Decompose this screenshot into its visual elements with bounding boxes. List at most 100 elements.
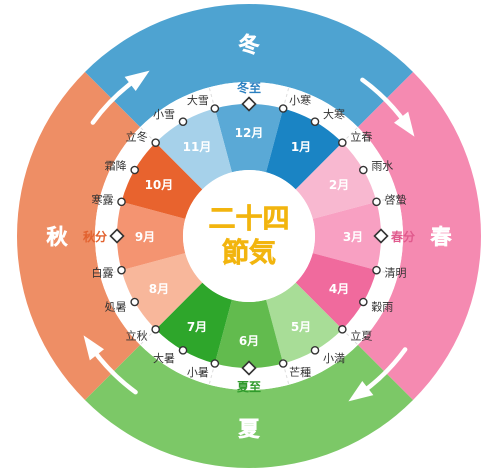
- month-segment: [266, 282, 343, 364]
- term-marker-dot-icon: [151, 138, 160, 147]
- term-marker-dot-icon: [359, 165, 368, 175]
- month-label: 1月: [291, 140, 311, 154]
- term-marker-dot-icon: [310, 346, 320, 355]
- month-label: 4月: [329, 282, 349, 296]
- term-marker-dot-icon: [130, 297, 139, 307]
- term-label: 立冬: [126, 129, 148, 143]
- term-marker-dot-icon: [310, 117, 320, 126]
- term-divider: [208, 363, 216, 385]
- month-label: 12月: [235, 126, 264, 140]
- arrow-head-icon: [348, 380, 374, 402]
- season-segment-winter: [84, 4, 414, 128]
- month-label: 5月: [291, 320, 311, 334]
- major-term-label: 冬至: [237, 80, 261, 95]
- season-label-summer: 夏: [239, 417, 261, 441]
- center-disc: [183, 170, 315, 302]
- term-marker-dot-icon: [130, 165, 139, 175]
- month-label: 10月: [145, 178, 174, 192]
- month-segment: [155, 108, 232, 190]
- month-segment: [117, 201, 186, 271]
- major-term-diamond-icon: [241, 360, 257, 376]
- term-label: 啓蟄: [385, 193, 407, 207]
- term-divider: [341, 328, 359, 346]
- major-term-label: 春分: [390, 229, 415, 244]
- month-label: 6月: [239, 334, 259, 348]
- term-marker-dot-icon: [372, 265, 381, 275]
- month-segment: [155, 282, 232, 364]
- term-label: 小雪: [153, 108, 175, 121]
- term-divider: [139, 126, 157, 144]
- term-marker-dot-icon: [359, 297, 368, 307]
- arrow-head-icon: [83, 335, 105, 361]
- month-segment: [295, 142, 377, 219]
- term-label: 小寒: [289, 93, 311, 107]
- term-label: 大暑: [153, 351, 175, 365]
- term-divider: [139, 328, 157, 346]
- term-label: 大雪: [187, 93, 209, 107]
- month-segment: [214, 103, 284, 173]
- term-divider: [282, 363, 290, 385]
- center-title-line1: 二十四: [209, 204, 290, 235]
- month-segment: [312, 201, 381, 271]
- major-term-label: 夏至: [237, 380, 261, 394]
- term-divider: [208, 87, 216, 109]
- term-label: 雨水: [371, 160, 393, 173]
- term-marker-dot-icon: [278, 359, 288, 368]
- term-label: 立春: [350, 129, 372, 143]
- term-marker-dot-icon: [372, 197, 381, 207]
- arrow-head-icon: [393, 111, 415, 137]
- month-label: 9月: [135, 230, 155, 244]
- term-divider: [376, 195, 398, 203]
- term-divider: [282, 87, 290, 109]
- term-marker-dot-icon: [117, 197, 126, 207]
- term-marker-dot-icon: [117, 265, 126, 275]
- term-label: 霜降: [105, 159, 127, 173]
- season-segment-summer: [84, 344, 414, 468]
- term-marker-dot-icon: [338, 138, 347, 147]
- term-label: 白露: [91, 265, 113, 279]
- month-segment: [295, 253, 377, 330]
- major-term-diamond-icon: [241, 96, 257, 112]
- term-label: 小満: [323, 352, 345, 365]
- month-label: 7月: [187, 320, 207, 334]
- center-title-line2: 節気: [222, 237, 276, 269]
- term-label: 処暑: [105, 301, 127, 314]
- term-label: 小暑: [187, 366, 209, 379]
- term-marker-dot-icon: [278, 104, 288, 113]
- month-label: 8月: [149, 282, 169, 296]
- term-marker-dot-icon: [178, 117, 188, 126]
- term-marker-dot-icon: [210, 359, 220, 368]
- month-label: 11月: [183, 140, 212, 154]
- major-term-label: 秋分: [83, 229, 107, 244]
- season-label-autumn: 秋: [47, 225, 69, 249]
- season-label-winter: 冬: [239, 33, 260, 57]
- term-label: 立夏: [350, 329, 372, 343]
- term-marker-dot-icon: [338, 325, 347, 334]
- term-label: 立秋: [126, 329, 148, 343]
- term-label: 大寒: [323, 107, 345, 121]
- term-divider: [100, 269, 122, 277]
- term-label: 清明: [385, 266, 407, 279]
- term-label: 寒露: [91, 193, 113, 207]
- term-marker-dot-icon: [210, 104, 220, 113]
- term-divider-lines: [100, 87, 398, 385]
- term-marker-dot-icon: [178, 346, 188, 355]
- month-segment: [266, 108, 343, 190]
- term-label: 穀雨: [371, 301, 393, 314]
- season-arrows: [83, 70, 415, 402]
- month-segment: [121, 253, 203, 330]
- major-term-diamond-icon: [373, 228, 389, 244]
- month-segment: [121, 142, 203, 219]
- month-segment: [214, 299, 284, 368]
- term-marker-dot-icon: [151, 325, 160, 334]
- season-segment-autumn: [17, 71, 141, 401]
- season-ring: 冬春夏 秋: [17, 4, 481, 468]
- season-label-spring: 春: [431, 225, 453, 249]
- arrow-head-icon: [124, 70, 150, 92]
- term-divider: [341, 126, 359, 144]
- term-label: 芒種: [289, 365, 311, 379]
- term-divider: [100, 195, 122, 203]
